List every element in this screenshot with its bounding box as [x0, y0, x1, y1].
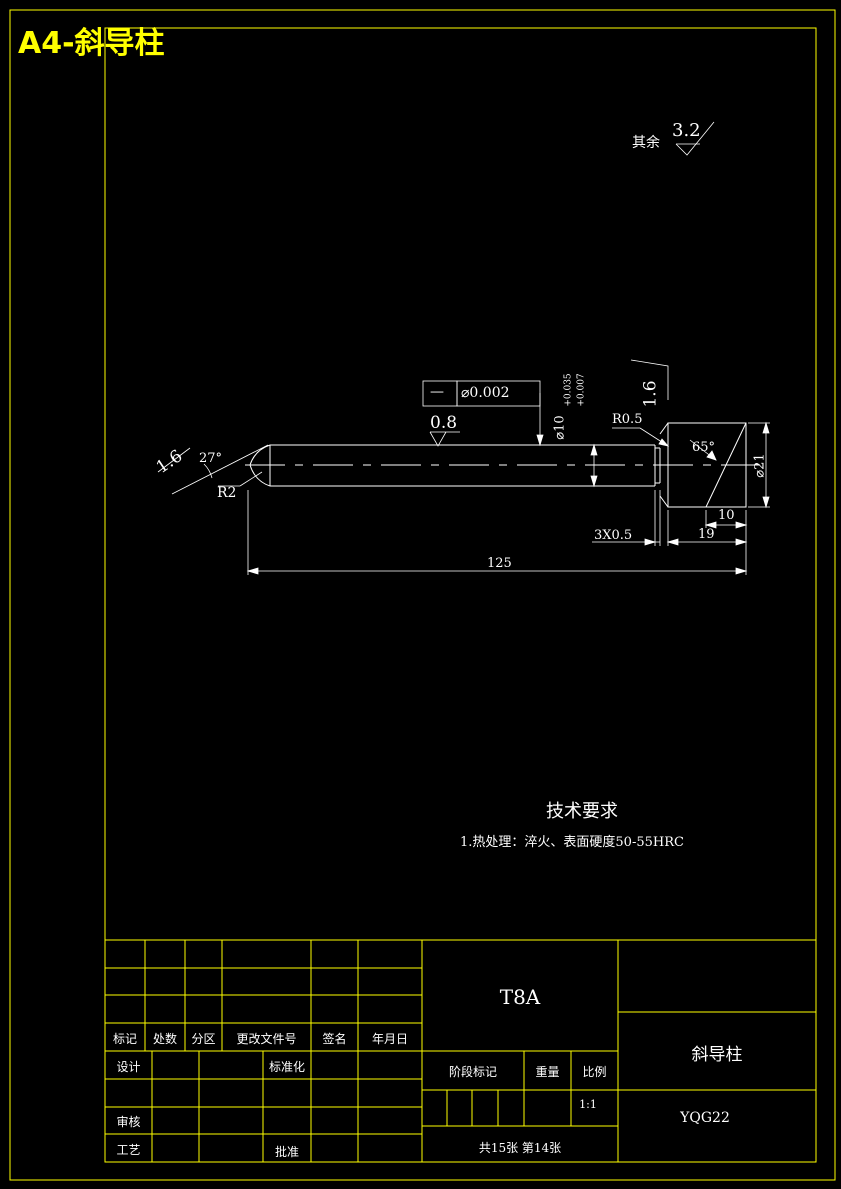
part-outline [245, 422, 760, 508]
inner-border [104, 27, 817, 1163]
tb-weight: 重量 [535, 1065, 560, 1079]
dim-angle-head: 65° [692, 440, 716, 455]
tb-sheets: 共15张 第14张 [478, 1141, 562, 1155]
tb-scale-label: 比例 [582, 1065, 607, 1079]
dim-groove: 3X0.5 [594, 528, 633, 543]
tb-signature: 签名 [322, 1032, 347, 1046]
tb-material: T8A [499, 985, 541, 1009]
tb-zone: 分区 [191, 1032, 216, 1046]
sheet-borders [9, 9, 836, 1181]
tb-stage-mark: 阶段标记 [448, 1065, 497, 1079]
dim-len-total: 125 [487, 556, 512, 571]
tb-design: 设计 [116, 1060, 141, 1074]
title-block-grid [105, 939, 816, 1162]
tb-part-name: 斜导柱 [691, 1045, 743, 1065]
tb-count: 处数 [152, 1032, 177, 1046]
dim-tol-upper: +0.035 [563, 373, 574, 407]
dim-tol-lower: +0.007 [576, 373, 587, 407]
dim-roughness-shaft: 0.8 [430, 413, 458, 433]
dim-radius-left: R2 [217, 485, 237, 501]
sheet-title: A4-斜导柱 [18, 26, 165, 61]
tb-review: 审核 [116, 1115, 141, 1129]
roughness-prefix: 其余 [632, 135, 660, 151]
tb-scale: 1:1 [579, 1098, 597, 1111]
dimension-lines [157, 121, 770, 575]
tb-approve: 批准 [274, 1145, 299, 1159]
tb-date: 年月日 [371, 1032, 408, 1046]
tb-drawing-no: YQG22 [680, 1110, 730, 1126]
roughness-value: 3.2 [672, 120, 701, 141]
tolerance-value: ⌀0.002 [461, 385, 510, 401]
dim-radius-head: R0.5 [612, 412, 643, 427]
tb-process: 工艺 [116, 1143, 141, 1157]
outer-border [9, 9, 836, 1181]
tech-heading: 技术要求 [546, 801, 618, 822]
dim-diameter-head: ⌀21 [752, 453, 768, 478]
dim-angle-left: 27° [199, 451, 223, 466]
tech-item-1: 1.热处理：淬火、表面硬度50-55HRC [460, 835, 684, 850]
tb-mark: 标记 [112, 1032, 137, 1046]
dim-roughness-head: 1.6 [640, 380, 661, 408]
tb-change-doc: 更改文件号 [236, 1032, 297, 1046]
dim-len-10: 10 [718, 508, 735, 523]
dim-diameter-main: ⌀10 [552, 415, 568, 440]
dim-len-19: 19 [698, 527, 715, 542]
tb-standardization: 标准化 [268, 1060, 305, 1074]
flatness-symbol: — [430, 384, 444, 400]
